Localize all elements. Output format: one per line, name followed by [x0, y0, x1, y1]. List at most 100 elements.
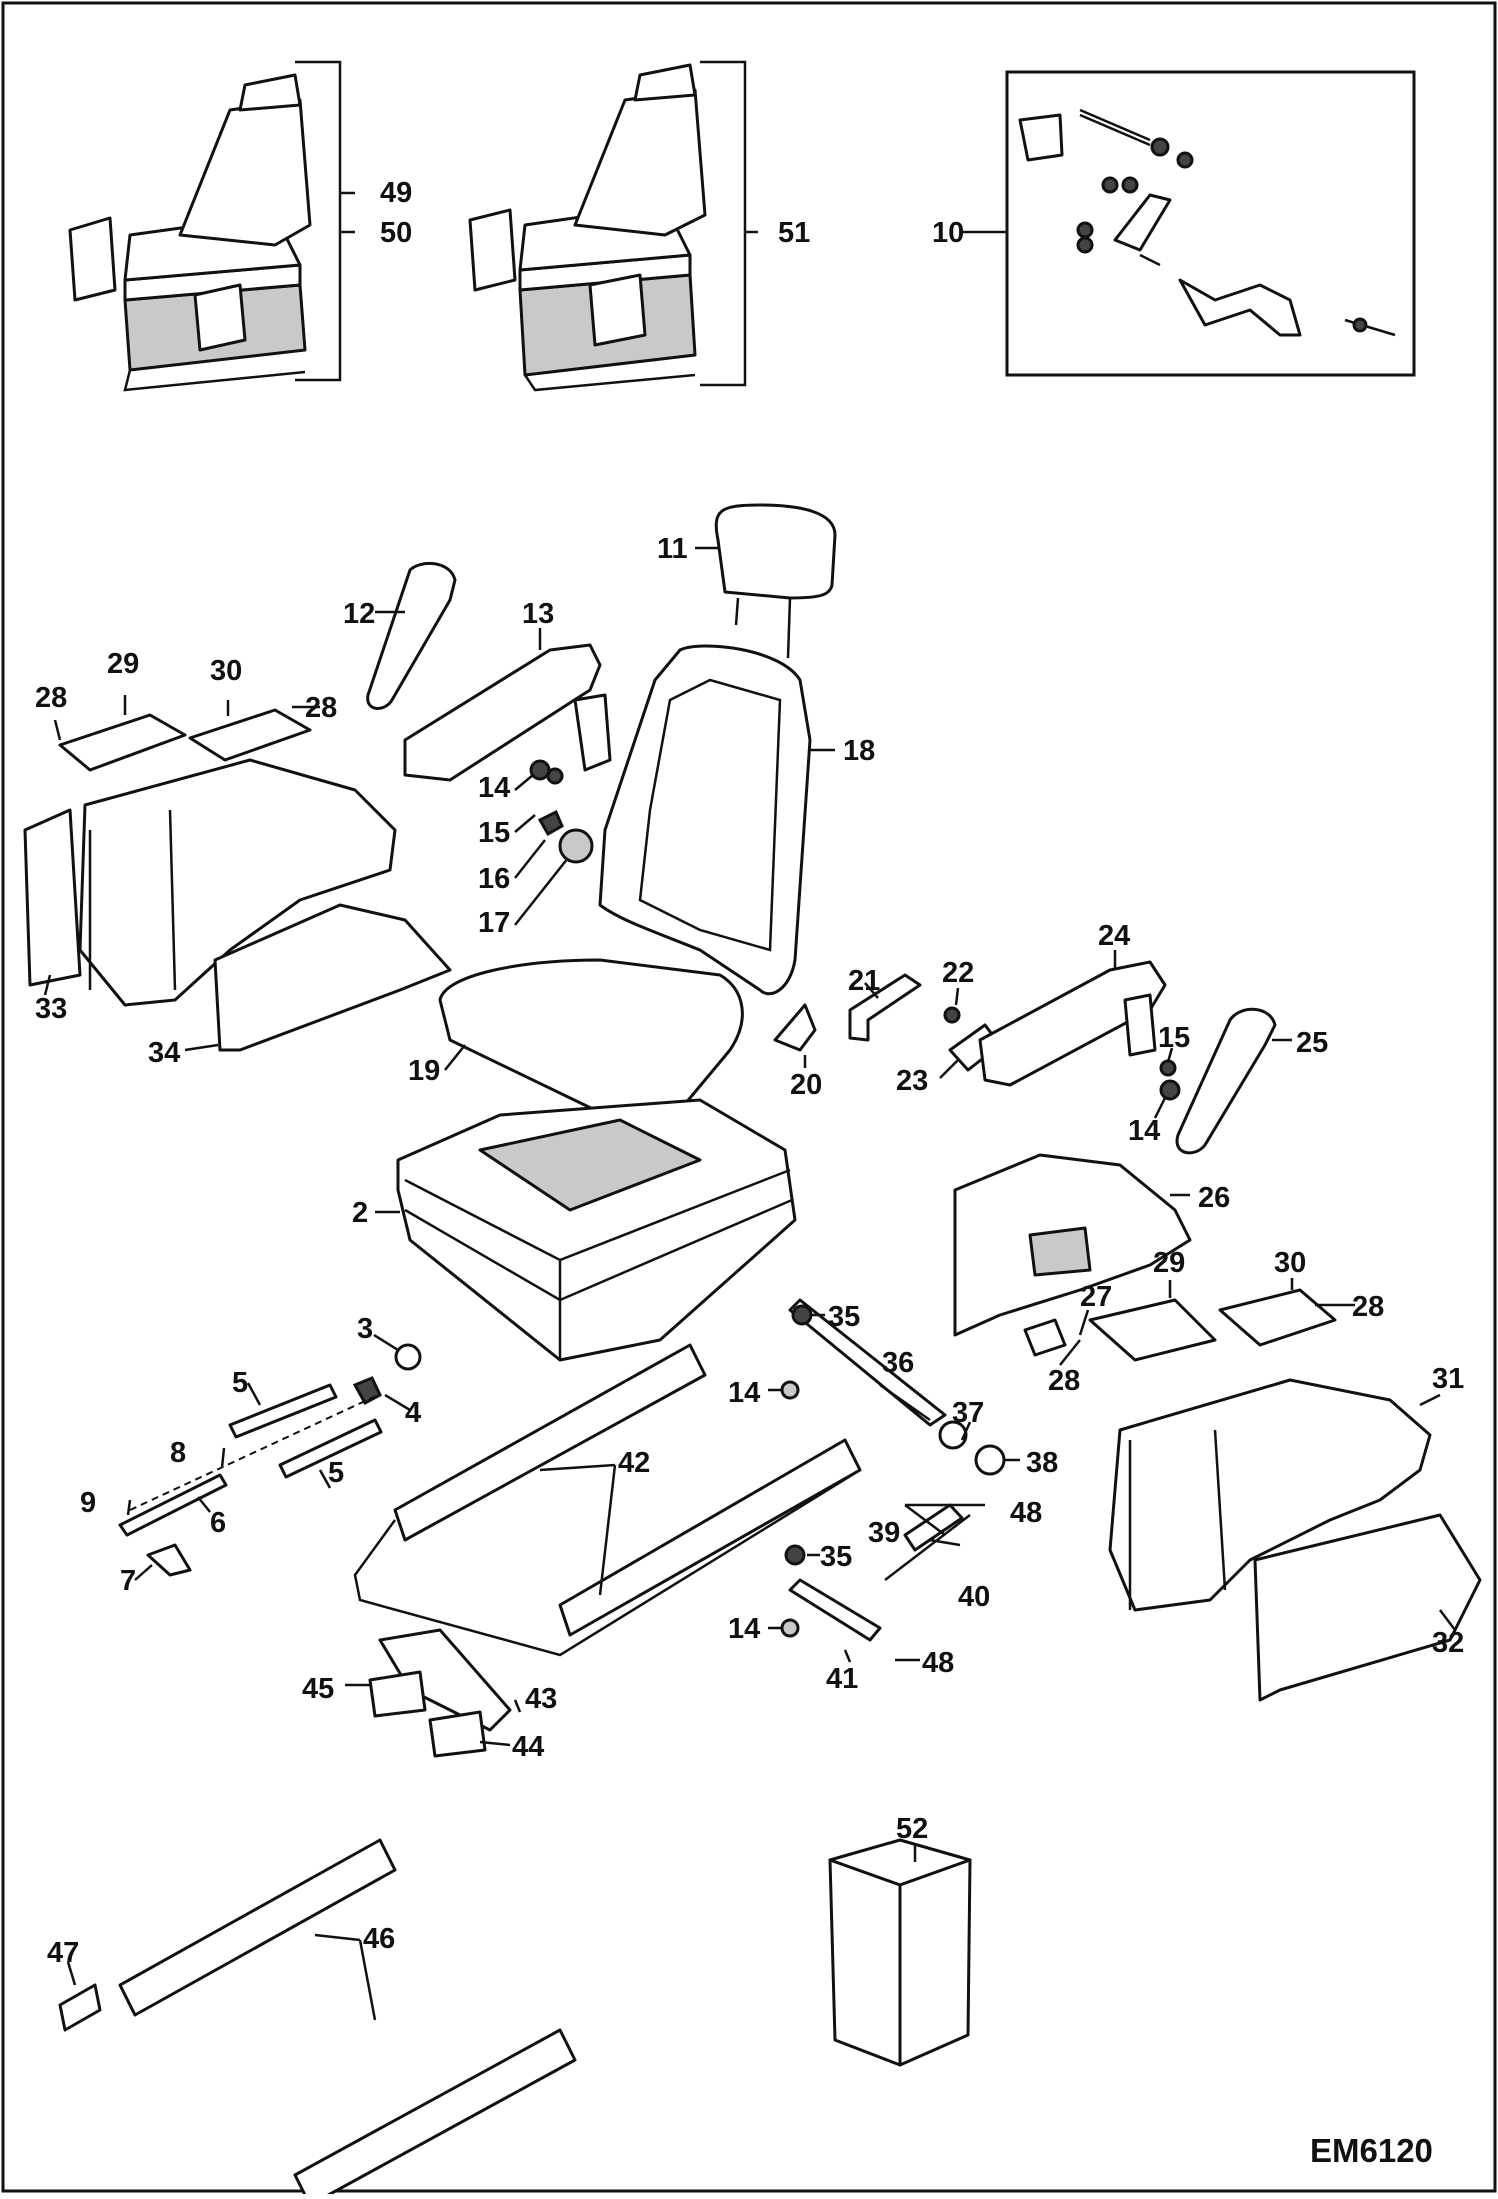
label-41: 41 — [826, 1663, 858, 1695]
label-51: 51 — [778, 217, 810, 249]
label-27: 27 — [1080, 1281, 1112, 1313]
label-25: 25 — [1296, 1027, 1328, 1059]
label-6: 6 — [210, 1507, 226, 1539]
label-20: 20 — [790, 1069, 822, 1101]
label-40: 40 — [958, 1581, 990, 1613]
label-38: 38 — [1026, 1447, 1058, 1479]
label-15-right: 15 — [1158, 1022, 1190, 1054]
plate-29-left — [58, 713, 187, 772]
plate-29-right — [1088, 1298, 1217, 1362]
label-42: 42 — [618, 1447, 650, 1479]
label-11: 11 — [657, 533, 688, 565]
label-14-lower: 14 — [728, 1613, 760, 1645]
lever-7 — [146, 1543, 192, 1577]
label-49: 49 — [380, 177, 412, 209]
bracket-45 — [368, 1670, 427, 1718]
bolt-35-upper — [791, 1304, 813, 1326]
bolt-35-lower — [784, 1544, 806, 1566]
label-21: 21 — [848, 965, 880, 997]
bar-36 — [788, 1298, 947, 1427]
label-47: 47 — [47, 1937, 79, 1969]
rails-46 — [118, 1838, 577, 2199]
label-19: 19 — [408, 1055, 440, 1087]
label-48-lower: 48 — [922, 1647, 954, 1679]
seat-assembly-51 — [468, 63, 707, 392]
label-14-right: 14 — [1128, 1115, 1160, 1147]
ring-38 — [974, 1444, 1006, 1476]
nut-14-lower — [780, 1618, 800, 1638]
bracket-49-50 — [295, 60, 355, 382]
kit-10-box — [1005, 70, 1416, 377]
label-7: 7 — [120, 1565, 136, 1597]
label-23: 23 — [896, 1065, 928, 1097]
label-8: 8 — [170, 1437, 186, 1469]
armrest-13 — [403, 643, 612, 782]
screw-22 — [943, 1006, 961, 1024]
label-46: 46 — [363, 1923, 395, 1955]
label-52: 52 — [896, 1813, 928, 1845]
label-29-left: 29 — [107, 648, 139, 680]
label-30-left: 30 — [210, 655, 242, 687]
label-33: 33 — [35, 993, 67, 1025]
label-5-upper: 5 — [232, 1367, 248, 1399]
armrest-cover-12 — [366, 561, 457, 710]
label-29-right: 29 — [1153, 1247, 1185, 1279]
label-35-lower: 35 — [820, 1541, 852, 1573]
label-36: 36 — [882, 1347, 914, 1379]
plate-30-right — [1218, 1288, 1337, 1347]
label-35-upper: 35 — [828, 1301, 860, 1333]
bushing-37 — [938, 1420, 968, 1450]
label-9: 9 — [80, 1487, 96, 1519]
side-panel-26 — [953, 1153, 1192, 1337]
backrest-18 — [598, 644, 812, 996]
label-30-right: 30 — [1274, 1247, 1306, 1279]
label-2: 2 — [352, 1197, 368, 1229]
headrest-11 — [714, 503, 837, 659]
label-44: 44 — [512, 1731, 544, 1763]
bracket-51 — [700, 60, 758, 387]
bracket-44 — [428, 1710, 487, 1758]
label-14-upper: 14 — [728, 1377, 760, 1409]
label-28-left-a: 28 — [35, 682, 67, 714]
label-13: 13 — [522, 598, 554, 630]
label-17: 17 — [478, 907, 510, 939]
side-panel-32 — [1253, 1513, 1482, 1702]
label-4: 4 — [405, 1397, 421, 1429]
label-39: 39 — [868, 1517, 900, 1549]
label-37: 37 — [952, 1397, 984, 1429]
knob-17 — [558, 828, 594, 864]
housing-33 — [78, 758, 397, 1007]
label-48-upper: 48 — [1010, 1497, 1042, 1529]
bolt-16 — [537, 809, 564, 837]
plate-30-left — [188, 708, 312, 762]
armrest-cover-25 — [1175, 1007, 1277, 1155]
panel-33 — [23, 808, 82, 987]
bolt-4 — [352, 1376, 382, 1406]
label-34: 34 — [148, 1037, 180, 1069]
washer-3 — [394, 1343, 422, 1371]
bar-41 — [788, 1578, 882, 1642]
label-15-left: 15 — [478, 817, 510, 849]
housing-31 — [1108, 1378, 1432, 1612]
seat-cushion-19 — [438, 958, 744, 1125]
springs-5 — [228, 1383, 383, 1479]
label-24: 24 — [1098, 920, 1130, 952]
rod-6 — [118, 1473, 228, 1537]
label-5-lower: 5 — [328, 1457, 344, 1489]
label-43: 43 — [525, 1683, 557, 1715]
label-28-right-upper: 28 — [1352, 1291, 1384, 1323]
label-22: 22 — [942, 957, 974, 989]
label-28-right-lower: 28 — [1048, 1365, 1080, 1397]
stop-47 — [58, 1983, 102, 2032]
rails-42 — [353, 1343, 862, 1657]
label-12: 12 — [343, 598, 375, 630]
label-10: 10 — [932, 217, 964, 249]
label-16: 16 — [478, 863, 510, 895]
seat-assembly-49-50 — [68, 73, 312, 392]
label-31: 31 — [1432, 1363, 1464, 1395]
label-28-left-b: 28 — [305, 692, 337, 724]
box-52 — [828, 1838, 972, 2067]
bracket-27 — [1023, 1318, 1067, 1357]
